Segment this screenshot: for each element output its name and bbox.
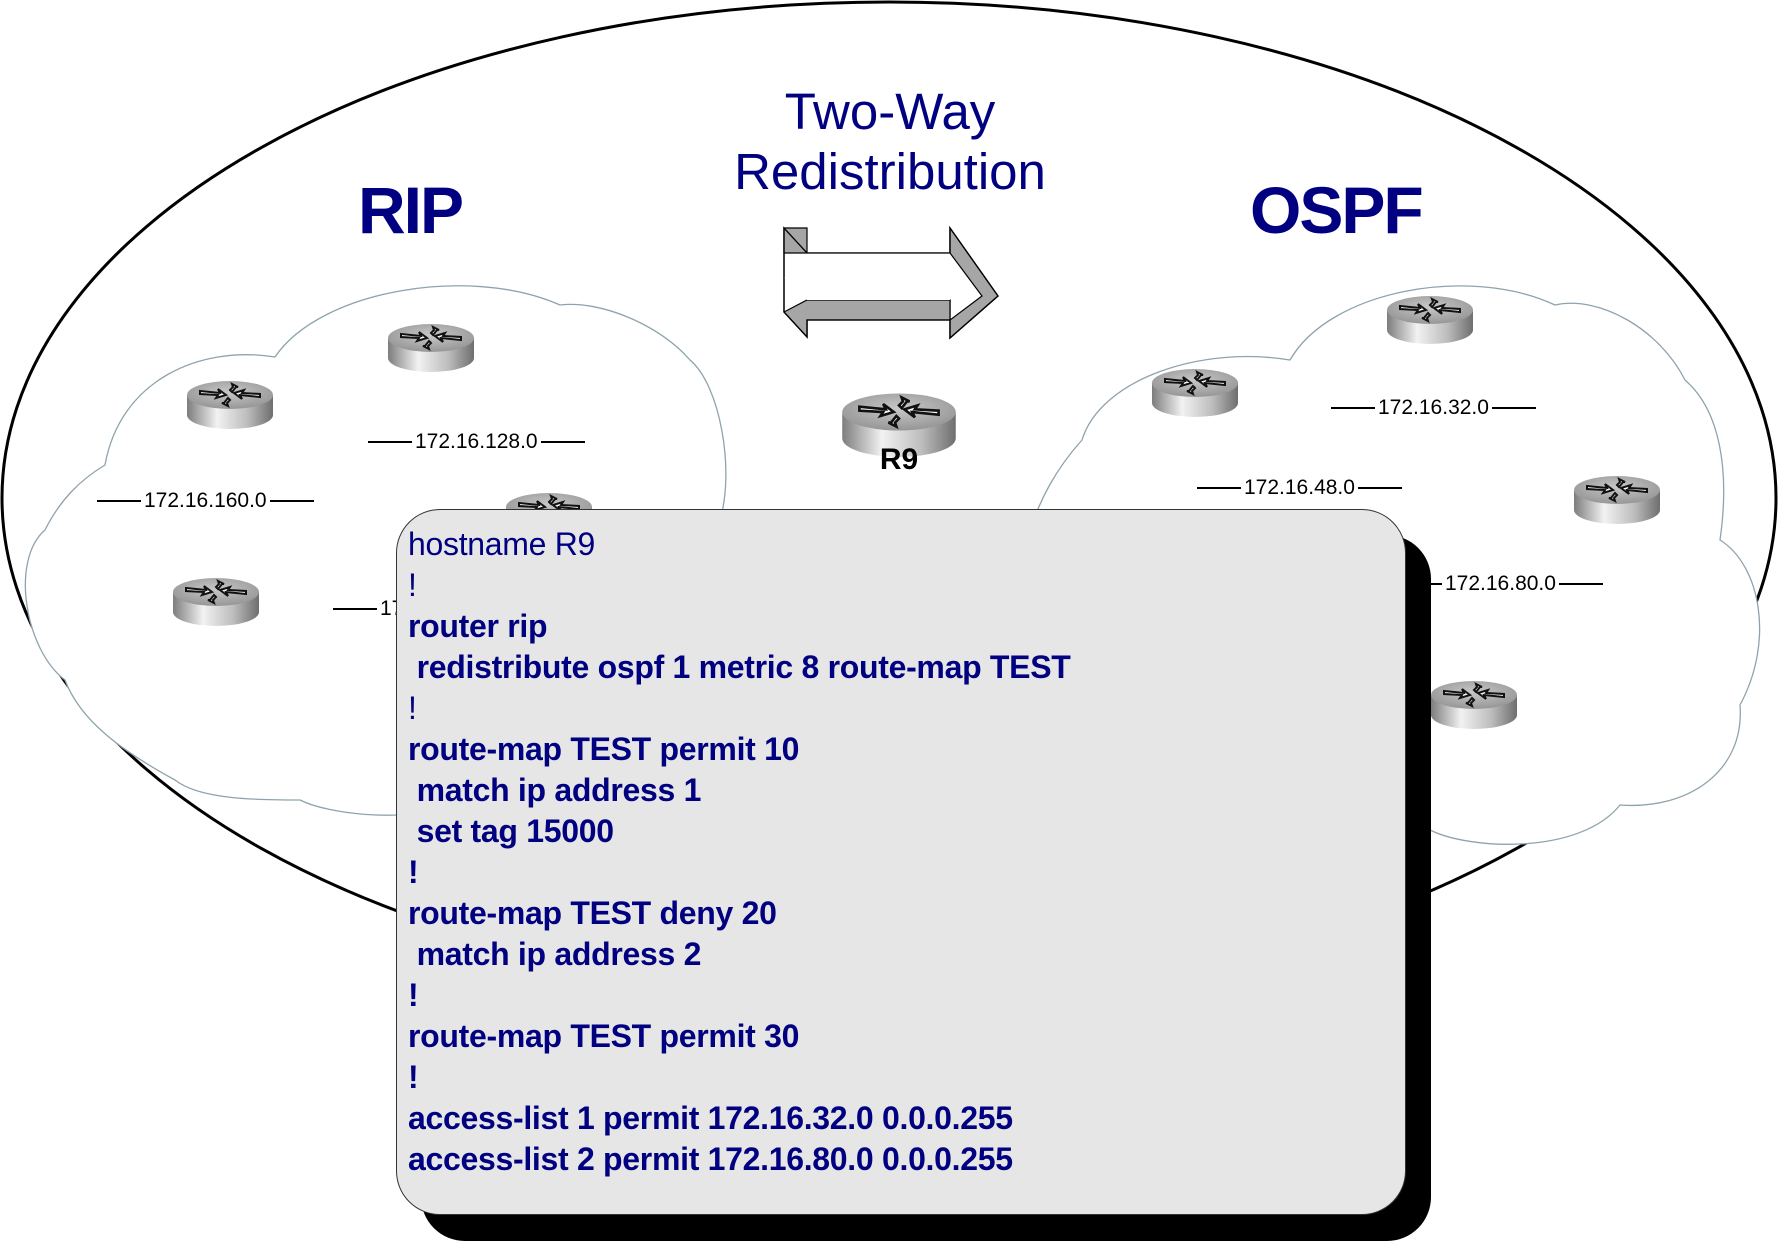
router-icon	[1573, 475, 1661, 525]
network-label: 172.16.48.0	[1197, 476, 1402, 500]
config-line: hostname R9	[408, 526, 596, 562]
config-line: !	[408, 567, 417, 603]
config-line: route-map TEST permit 10	[408, 731, 800, 767]
config-line: !	[408, 690, 417, 726]
config-line: !	[408, 854, 419, 890]
config-line: router rip	[408, 608, 548, 644]
title-line-2: Redistribution	[734, 143, 1046, 200]
config-line: route-map TEST permit 30	[408, 1018, 800, 1054]
r9-label: R9	[879, 443, 919, 476]
diagram-title: Two-Way Redistribution	[700, 82, 1080, 202]
rip-domain-title: RIP	[358, 173, 464, 247]
config-line: route-map TEST deny 20	[408, 895, 777, 931]
config-line: match ip address 1	[408, 772, 702, 808]
ospf-domain-title: OSPF	[1250, 173, 1424, 247]
router-icon	[1151, 368, 1239, 418]
config-line: match ip address 2	[408, 936, 702, 972]
network-label: 172.16.160.0	[97, 489, 314, 513]
network-label: 172.16.128.0	[368, 430, 585, 454]
router-icon	[1430, 680, 1518, 730]
config-line: set tag 15000	[408, 813, 614, 849]
router-icon	[172, 577, 260, 627]
config-lines: hostname R9! router rip redistribute ospf…	[408, 524, 1405, 1180]
config-line: access-list 1 permit 172.16.32.0 0.0.0.2…	[408, 1100, 1013, 1136]
double-arrow-icon	[783, 225, 999, 340]
config-line: !	[408, 977, 419, 1013]
config-line: redistribute ospf 1 metric 8 route-map T…	[408, 649, 1071, 685]
config-line: !	[408, 1059, 419, 1095]
config-box: hostname R9! router rip redistribute ospf…	[396, 509, 1406, 1215]
router-icon	[387, 323, 475, 373]
network-label: 172.16.80.0	[1430, 572, 1603, 596]
title-line-1: Two-Way	[784, 83, 996, 140]
router-icon	[186, 380, 274, 430]
router-icon	[1386, 295, 1474, 345]
network-label: 172.16.32.0	[1331, 396, 1536, 420]
config-line: access-list 2 permit 172.16.80.0 0.0.0.2…	[408, 1141, 1013, 1177]
